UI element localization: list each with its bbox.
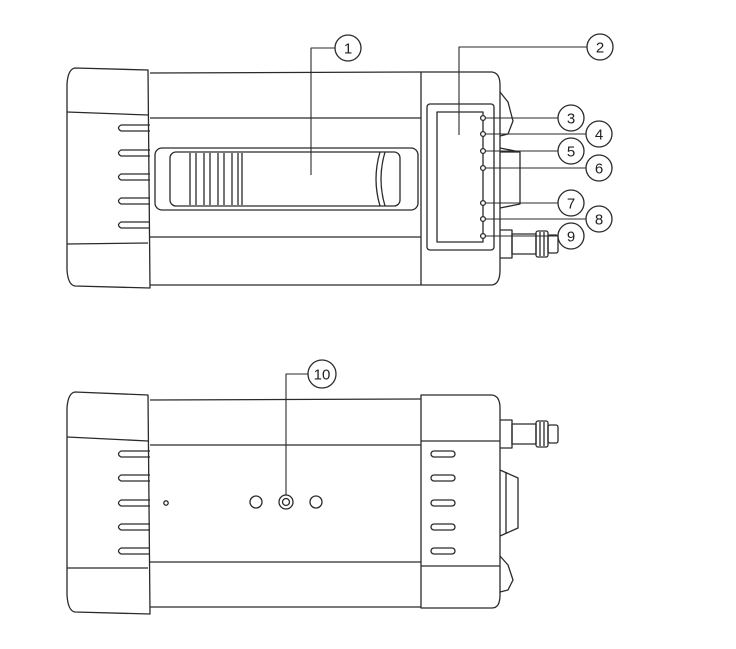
right-end-cap <box>420 71 501 286</box>
callout-8-label: 8 <box>595 212 603 229</box>
callout-3-label: 3 <box>567 111 575 128</box>
callout-3: 3 <box>557 104 585 132</box>
vent-slots-right-side <box>430 450 456 555</box>
callout-5-label: 5 <box>567 144 575 161</box>
indicator-leds <box>479 114 487 240</box>
callout-7: 7 <box>557 189 585 217</box>
callout-5: 5 <box>557 137 585 165</box>
callout-1-label: 1 <box>344 41 352 58</box>
callout-9: 9 <box>557 222 585 250</box>
right-side-fittings <box>499 91 559 259</box>
callout-4-label: 4 <box>595 127 603 144</box>
main-body <box>149 71 422 286</box>
left-end-cap <box>66 67 151 289</box>
callout-6-label: 6 <box>595 161 603 178</box>
callout-4: 4 <box>585 120 613 148</box>
leader-lines <box>285 46 588 495</box>
vent-slots-left <box>117 124 150 229</box>
callout-2-label: 2 <box>596 40 604 57</box>
right-side-fittings-side <box>499 419 559 593</box>
right-end-cap-side <box>420 394 501 609</box>
callout-2: 2 <box>586 33 614 61</box>
callout-10: 10 <box>307 359 337 389</box>
callout-10-label: 10 <box>314 367 331 384</box>
mounting-screw-hole <box>278 494 294 510</box>
callout-9-label: 9 <box>567 229 575 246</box>
vent-slots-left-side <box>117 450 150 555</box>
top-view <box>66 67 559 289</box>
callout-6: 6 <box>585 154 613 182</box>
callout-1: 1 <box>334 34 362 62</box>
callout-8: 8 <box>585 205 613 233</box>
side-view <box>66 391 559 615</box>
left-end-cap-side <box>66 391 151 615</box>
callout-7-label: 7 <box>567 196 575 213</box>
handle <box>154 147 419 211</box>
